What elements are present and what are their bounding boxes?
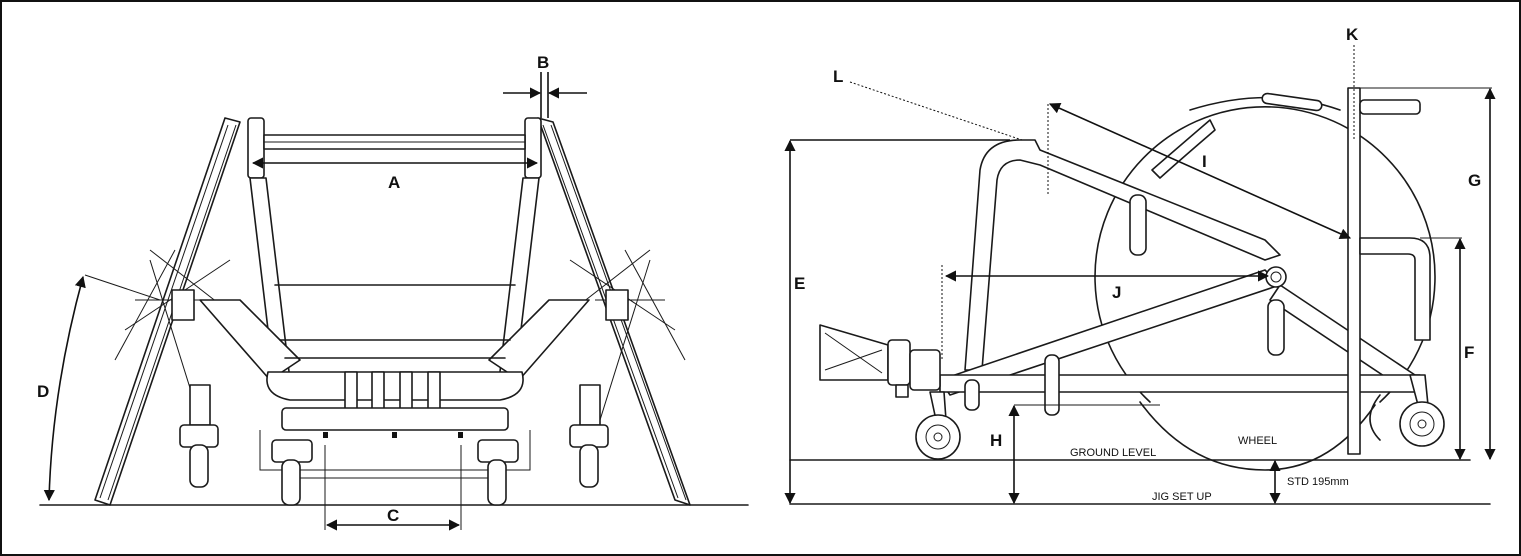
front-casters xyxy=(179,424,609,506)
footrest xyxy=(819,324,941,398)
label-b: B xyxy=(537,53,549,72)
dim-i xyxy=(1048,102,1352,240)
label-l: L xyxy=(833,67,843,86)
label-k: K xyxy=(1346,25,1359,44)
label-f: F xyxy=(1464,343,1474,362)
label-d: D xyxy=(37,382,49,401)
label-c: C xyxy=(387,506,399,525)
dim-l-guide xyxy=(849,81,1023,141)
front-view: A B C D xyxy=(37,53,749,531)
label-a: A xyxy=(388,173,400,192)
std-text: STD 195mm xyxy=(1287,476,1349,488)
label-g: G xyxy=(1468,171,1481,190)
side-casters xyxy=(915,374,1445,460)
ground-level-text: GROUND LEVEL xyxy=(1070,447,1156,459)
label-e: E xyxy=(794,274,805,293)
dim-d-guide xyxy=(84,274,161,301)
wheel-text: WHEEL xyxy=(1238,435,1277,447)
label-i: I xyxy=(1202,152,1207,171)
label-h: H xyxy=(990,431,1002,450)
side-view: GROUND LEVEL JIG SET UP WHEEL xyxy=(784,25,1496,505)
jig-text: JIG SET UP xyxy=(1152,491,1212,503)
front-frame xyxy=(189,117,601,479)
dim-d xyxy=(43,275,86,502)
label-j: J xyxy=(1112,283,1121,302)
main-wheel-bottom xyxy=(1139,401,1376,471)
right-wheel xyxy=(537,117,691,506)
side-frame xyxy=(939,87,1431,455)
